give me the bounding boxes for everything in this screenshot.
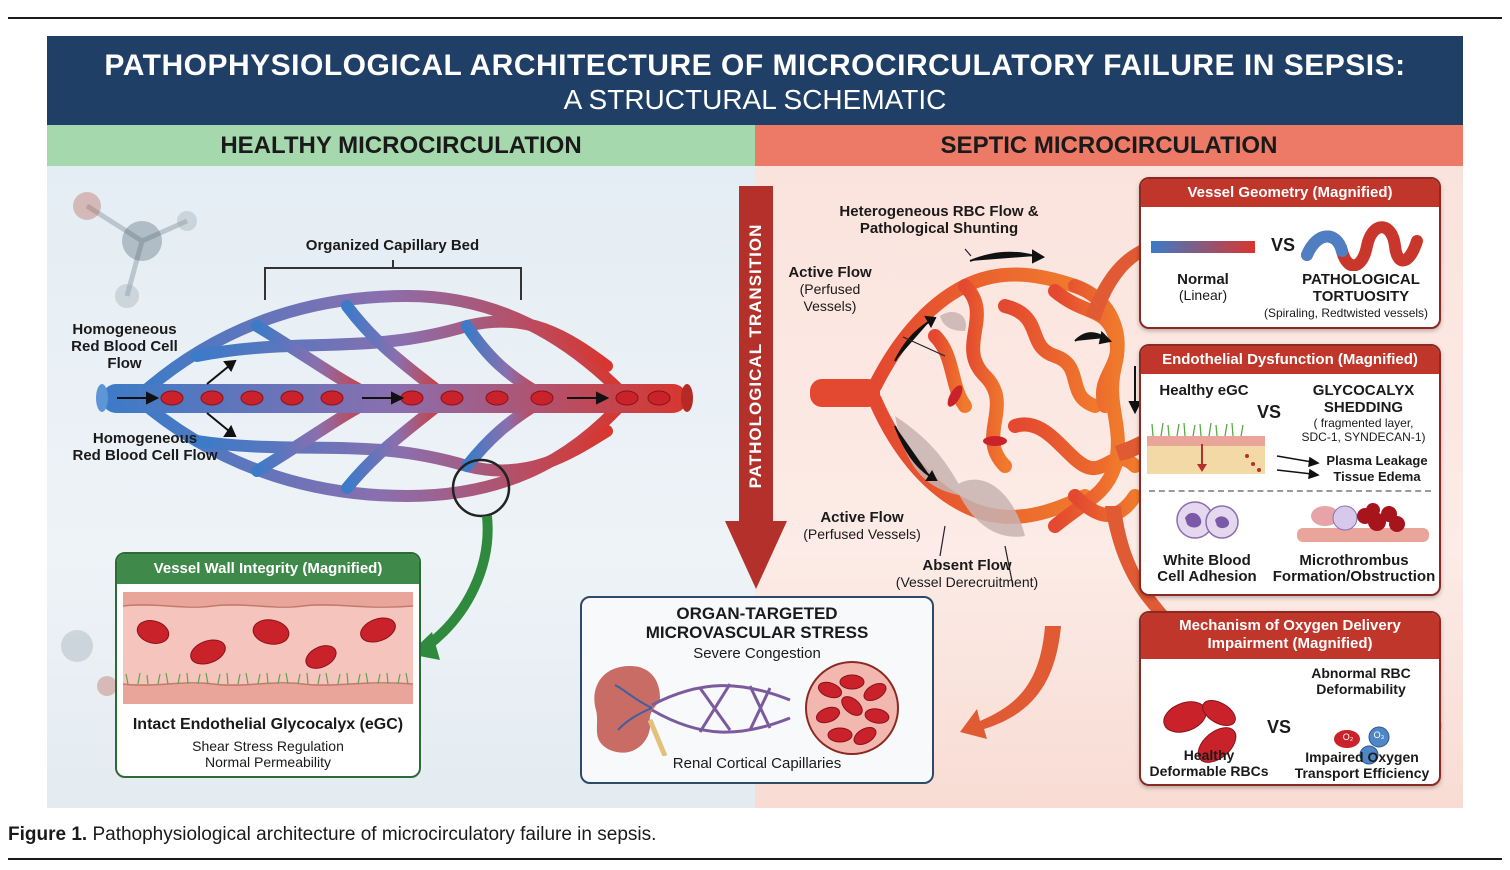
glycocalyx-illustration — [1147, 422, 1320, 480]
active-top-line-1: Active Flow — [788, 264, 872, 281]
abnormal-rbc-2: Deformability — [1316, 681, 1406, 697]
microthrombus-line-2: Formation/Obstruction — [1272, 568, 1436, 585]
figure: PATHOPHYSIOLOGICAL ARCHITECTURE OF MICRO… — [47, 36, 1463, 808]
title-banner: PATHOPHYSIOLOGICAL ARCHITECTURE OF MICRO… — [47, 36, 1463, 125]
organ-footer: Renal Cortical Capillaries — [672, 755, 842, 772]
healthy-header-label: HEALTHY MICROCIRCULATION — [220, 132, 582, 159]
oxygen-rbc-illustration — [1163, 700, 1390, 765]
vessel-wall-line-2: Normal Permeability — [204, 754, 332, 770]
organ-title-1: ORGAN-TARGETED — [676, 604, 838, 623]
endothelial-shed-2: SHEDDING — [1323, 399, 1404, 416]
oxygen-panel: Mechanism of Oxygen Delivery Impairment … — [1139, 611, 1441, 786]
heterogeneous-line-2: Pathological Shunting — [859, 220, 1019, 237]
geometry-path-sub: (Spiraling, Redtwisted vessels) — [1263, 306, 1429, 320]
endothelial-healthy: Healthy eGC — [1159, 382, 1249, 399]
figure-caption: Figure 1. Pathophysiological architectur… — [8, 824, 656, 846]
oxygen-vs: VS — [1266, 717, 1291, 737]
vessel-geometry-illustration — [1151, 221, 1423, 271]
abnormal-rbc-1: Abnormal RBC — [1311, 665, 1411, 681]
geometry-normal-sub: (Linear) — [1178, 287, 1228, 303]
endothelial-title: Endothelial Dysfunction (Magnified) — [1141, 346, 1439, 374]
oxygen-o3-label: O₃ — [1373, 730, 1385, 740]
vessel-wall-heading: Intact Endothelial Glycocalyx (eGC) — [132, 716, 404, 733]
impaired-o2-1: Impaired Oxygen — [1305, 749, 1419, 765]
endothelial-vs: VS — [1256, 402, 1281, 422]
septic-header-label: SEPTIC MICROCIRCULATION — [940, 132, 1278, 159]
absent-line-1: Absent Flow — [922, 557, 1012, 574]
flow-top-line-1: Homogeneous — [72, 321, 177, 338]
capillary-bed-label: Organized Capillary Bed — [305, 237, 480, 254]
heterogeneous-line-1: Heterogeneous RBC Flow & — [839, 203, 1039, 220]
active-bottom-line-2: (Perfused Vessels) — [803, 526, 921, 542]
kidney-capillary-illustration — [594, 661, 899, 756]
flow-top-label: Homogeneous Red Blood Cell Flow — [67, 321, 182, 372]
flow-top-line-2: Red Blood Cell — [71, 338, 178, 355]
flow-top-line-3: Flow — [107, 355, 142, 372]
wbc-line-1: White Blood — [1163, 552, 1251, 569]
endothelial-shed-sub-2: SDC-1, SYNDECAN-1) — [1301, 430, 1426, 444]
top-rule — [8, 17, 1502, 19]
geometry-path-2: TORTUOSITY — [1312, 288, 1410, 305]
healthy-rbc-2: Deformable RBCs — [1149, 763, 1269, 779]
vessel-wall-illustration — [123, 592, 413, 704]
healthy-rbc-1: Healthy — [1183, 747, 1235, 763]
caption-text: Pathophysiological architecture of micro… — [87, 824, 657, 845]
endothelial-shed-1: GLYCOCALYX — [1312, 382, 1415, 399]
organ-stress-panel: ORGAN-TARGETED MICROVASCULAR STRESS Seve… — [580, 596, 934, 784]
vessel-geometry-panel: Vessel Geometry (Magnified) VS Normal (L… — [1139, 177, 1441, 329]
vessel-wall-title: Vessel Wall Integrity (Magnified) — [117, 554, 419, 584]
wbc-microthrombus-illustration — [1176, 501, 1429, 542]
vessel-geometry-vs: VS — [1270, 235, 1295, 255]
absent-flow-label: Absent Flow (Vessel Derecruitment) — [882, 557, 1052, 591]
active-flow-bottom-label: Active Flow (Perfused Vessels) — [787, 509, 937, 543]
vessel-wall-line-1: Shear Stress Regulation — [192, 738, 344, 754]
flow-bottom-line-1: Homogeneous — [92, 430, 198, 447]
bottom-rule — [8, 858, 1502, 860]
oxygen-title: Mechanism of Oxygen Delivery Impairment … — [1141, 613, 1439, 659]
title-line-1: PATHOPHYSIOLOGICAL ARCHITECTURE OF MICRO… — [104, 49, 1406, 82]
impaired-o2-2: Transport Efficiency — [1294, 765, 1430, 781]
tissue-edema-label: Tissue Edema — [1333, 469, 1421, 484]
flow-bottom-label: Homogeneous Red Blood Cell Flow — [65, 430, 225, 464]
active-flow-top-label: Active Flow (Perfused Vessels) — [777, 264, 883, 315]
oxygen-title-1: Mechanism of Oxygen Delivery — [1179, 617, 1401, 634]
absent-line-2: (Vessel Derecruitment) — [895, 574, 1039, 590]
heterogeneous-flow-label: Heterogeneous RBC Flow & Pathological Sh… — [819, 203, 1059, 237]
vessel-wall-panel: Vessel Wall Integrity (Magnified) — [115, 552, 421, 778]
plasma-leakage-label: Plasma Leakage — [1326, 453, 1428, 468]
microthrombus-line-1: Microthrombus — [1299, 552, 1409, 569]
active-bottom-line-1: Active Flow — [820, 509, 904, 526]
organ-title-2: MICROVASCULAR STRESS — [645, 623, 869, 642]
geometry-path-1: PATHOLOGICAL — [1302, 271, 1420, 288]
oxygen-o2-label: O₂ — [1342, 732, 1354, 742]
endothelial-shed-sub-1: ( fragmented layer, — [1313, 416, 1414, 430]
oxygen-title-2: Impairment (Magnified) — [1207, 635, 1373, 652]
geometry-normal: Normal — [1177, 271, 1229, 288]
active-top-line-3: Vessels) — [803, 298, 857, 314]
healthy-capillary-network — [96, 260, 693, 660]
endothelial-panel: Endothelial Dysfunction (Magnified) Heal… — [1139, 344, 1441, 596]
caption-label: Figure 1. — [8, 824, 88, 845]
healthy-header: HEALTHY MICROCIRCULATION — [47, 125, 755, 166]
septic-header: SEPTIC MICROCIRCULATION — [755, 125, 1463, 166]
active-top-line-2: (Perfused — [799, 281, 861, 297]
vessel-geometry-title: Vessel Geometry (Magnified) — [1141, 179, 1439, 207]
organ-subtitle: Severe Congestion — [693, 645, 821, 662]
pathological-transition-arrow — [725, 186, 787, 589]
wbc-line-2: Cell Adhesion — [1157, 568, 1257, 585]
flow-bottom-line-2: Red Blood Cell Flow — [72, 447, 218, 464]
endothelial-divider — [1149, 490, 1431, 492]
title-line-2: A STRUCTURAL SCHEMATIC — [563, 84, 947, 115]
